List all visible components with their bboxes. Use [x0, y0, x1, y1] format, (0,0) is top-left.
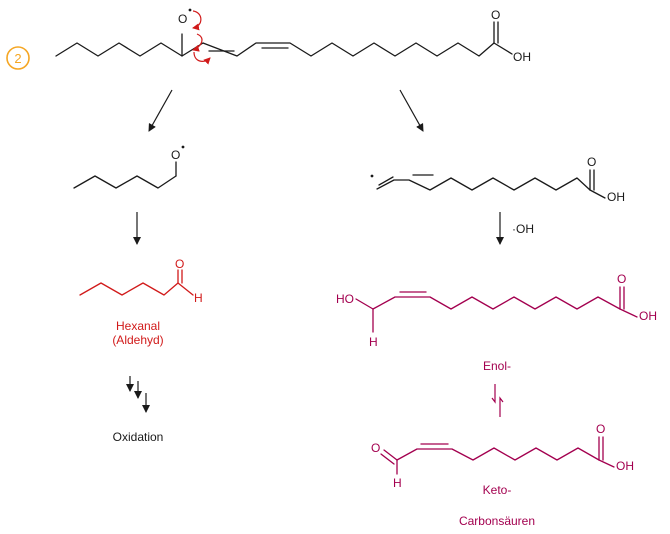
- curved-arrow-3: [193, 51, 211, 65]
- aldehyd-name: (Aldehyd): [112, 333, 163, 347]
- keto-co-2: [380, 453, 395, 465]
- radical-double-bond-1: [378, 176, 394, 186]
- top-c-oh-bond: [493, 42, 513, 55]
- hexanal-o-label: O: [175, 257, 184, 271]
- equilibrium-arrow-up: [499, 396, 504, 417]
- left-alkoxy-radical: [73, 161, 177, 189]
- top-chain-diene: [202, 42, 495, 57]
- enol-acid-oh-label: OH: [639, 309, 657, 323]
- oxidation-label: Oxidation: [113, 430, 164, 444]
- hydroxyl-radical-reagent: ·OH: [512, 222, 534, 236]
- keto-label: Keto-: [483, 483, 512, 497]
- carbonsaeuren-label: Carbonsäuren: [459, 514, 535, 528]
- enol-h-label: H: [369, 335, 378, 349]
- hexanal-structure: [79, 269, 194, 296]
- keto-acid-o-label: O: [596, 422, 605, 436]
- keto-h-label: H: [393, 476, 402, 490]
- top-oxygen-label: O: [178, 12, 187, 26]
- enol-o-c-bond: [355, 298, 374, 310]
- top-chain-left: [55, 42, 204, 57]
- enol-acid-c-oh: [619, 308, 638, 318]
- top-radical-dot: [188, 8, 192, 12]
- hexanal-chain: [79, 282, 194, 296]
- alkoxy-chain: [73, 175, 177, 189]
- keto-co-1: [383, 449, 398, 461]
- keto-structure: [380, 436, 615, 475]
- enol-structure: [355, 286, 638, 333]
- top-carbonyl-o-label: O: [491, 8, 500, 22]
- arrow-to-left-fragment: [148, 89, 173, 132]
- alkoxy-o-label: O: [171, 148, 180, 162]
- top-oh-label: OH: [513, 50, 531, 64]
- step-number: 2: [14, 51, 21, 66]
- hexanal-h-label: H: [194, 291, 203, 305]
- keto-acid-oh-label: OH: [616, 459, 634, 473]
- keto-acid-c-oh: [598, 459, 615, 468]
- equilibrium-arrow-down: [491, 384, 496, 404]
- electron-push-arrows: [192, 10, 211, 65]
- vinyl-radical-dot: [370, 174, 374, 178]
- radical-acid-c-oh: [589, 189, 606, 199]
- enol-ho-label: HO: [336, 292, 354, 306]
- enol-label: Enol-: [483, 359, 511, 373]
- radical-acid-chain: [376, 177, 591, 191]
- radical-acid-o-label: O: [587, 155, 596, 169]
- keto-o-label: O: [371, 441, 380, 455]
- hexanal-name: Hexanal: [116, 319, 160, 333]
- enol-chain: [372, 296, 621, 310]
- curved-arrow-1: [192, 10, 202, 31]
- step-badge: 2: [6, 46, 30, 70]
- right-radical-acid: [376, 169, 606, 199]
- arrow-to-right-fragment: [399, 89, 424, 132]
- radical-acid-oh-label: OH: [607, 190, 625, 204]
- curved-arrow-2: [192, 33, 203, 52]
- tautomer-equilibrium-arrows: [491, 384, 504, 417]
- alkoxy-radical-dot: [181, 145, 185, 149]
- enol-acid-o-label: O: [617, 272, 626, 286]
- multistep-arrows: [126, 376, 150, 413]
- keto-chain: [396, 447, 600, 461]
- top-molecule: [55, 21, 513, 57]
